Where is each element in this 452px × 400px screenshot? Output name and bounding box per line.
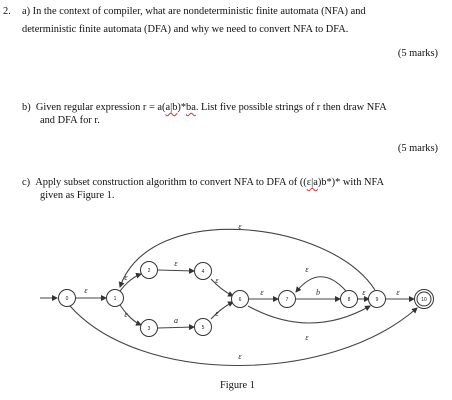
- state-5-label: 5: [202, 325, 205, 331]
- part-b-regex-tail: ba: [186, 102, 196, 113]
- label-edge-8-9: ε: [362, 288, 366, 297]
- label-edge-8-7: ε: [305, 265, 309, 274]
- part-b-text-line2: and DFA for r.: [40, 115, 100, 126]
- state-4: [194, 262, 212, 280]
- state-0: [58, 289, 76, 307]
- label-edge-9-10: ε: [396, 288, 400, 297]
- state-7-label: 7: [286, 297, 289, 303]
- state-2: [140, 261, 158, 279]
- state-5: [194, 318, 212, 336]
- part-b-suffix: . List five possible strings of r then d…: [195, 102, 387, 113]
- question-number: 2.: [3, 6, 11, 17]
- state-1: [106, 289, 124, 307]
- state-1-label: 1: [114, 296, 117, 302]
- part-b-marks: (5 marks): [397, 143, 438, 154]
- state-7: [278, 290, 296, 308]
- label-edge-9-1: ε: [238, 222, 242, 231]
- edge-1-3: [119, 304, 142, 326]
- state-3-label: 3: [148, 326, 151, 332]
- state-6-label: 6: [239, 297, 242, 303]
- state-10-inner: [416, 291, 432, 307]
- label-edge-7-8: b: [316, 288, 320, 297]
- edge-6-9: [247, 305, 371, 324]
- label-edge-6-9: ε: [305, 333, 309, 342]
- edge-3-5: [157, 324, 195, 331]
- edge-4-6: [210, 278, 234, 297]
- part-c-prefix: c) Apply subset construction algorithm t…: [22, 177, 307, 188]
- state-8-label: 8: [348, 297, 351, 303]
- part-c-text-line1: c) Apply subset construction algorithm t…: [22, 176, 384, 190]
- part-c-text-line2: given as Figure 1.: [40, 190, 115, 201]
- state-6: [231, 290, 249, 308]
- state-0-label: 0: [66, 296, 69, 302]
- edge-5-6: [210, 301, 234, 320]
- edge-8-7: [295, 276, 347, 293]
- label-edge-2-4: ε: [174, 259, 178, 268]
- part-a-marks: (5 marks): [397, 48, 438, 59]
- state-2-label: 2: [148, 268, 151, 274]
- edge-2-4: [157, 267, 195, 274]
- label-edge-4-6: ε: [215, 276, 219, 285]
- part-a-text-line1: a) In the context of compiler, what are …: [22, 6, 366, 17]
- part-a-text-line2: deterministic finite automata (DFA) and …: [22, 24, 349, 35]
- edge-9-1: [118, 228, 376, 291]
- label-edge-1-3: ε: [124, 310, 128, 319]
- label-edge-0-10: ε: [238, 352, 242, 361]
- edge-0-10: [69, 305, 418, 366]
- label-edge-3-5: a: [174, 316, 178, 325]
- part-b-text-line1: b) Given regular expression r = a(a|b)*b…: [22, 101, 387, 115]
- state-10-label: 10: [421, 297, 427, 303]
- label-edge-0-1: ε: [84, 286, 88, 295]
- part-b-regex-alt: a|b: [165, 102, 178, 113]
- state-3: [140, 319, 158, 337]
- edge-1-2: [119, 272, 142, 292]
- state-8: [340, 290, 358, 308]
- state-9: [368, 290, 386, 308]
- part-c-regex-alt: ε|a: [306, 177, 318, 188]
- label-edge-1-2: ε: [124, 273, 128, 282]
- part-b-prefix: b) Given regular expression r = a(: [22, 102, 166, 113]
- figure-caption: Figure 1: [220, 380, 255, 391]
- part-c-suffix: )b*)* with NFA: [317, 177, 385, 188]
- state-9-label: 9: [376, 297, 379, 303]
- label-edge-5-6: ε: [215, 309, 219, 318]
- state-4-label: 4: [202, 269, 205, 275]
- part-b-regex-star: )*: [177, 102, 187, 113]
- label-edge-6-7: ε: [260, 288, 264, 297]
